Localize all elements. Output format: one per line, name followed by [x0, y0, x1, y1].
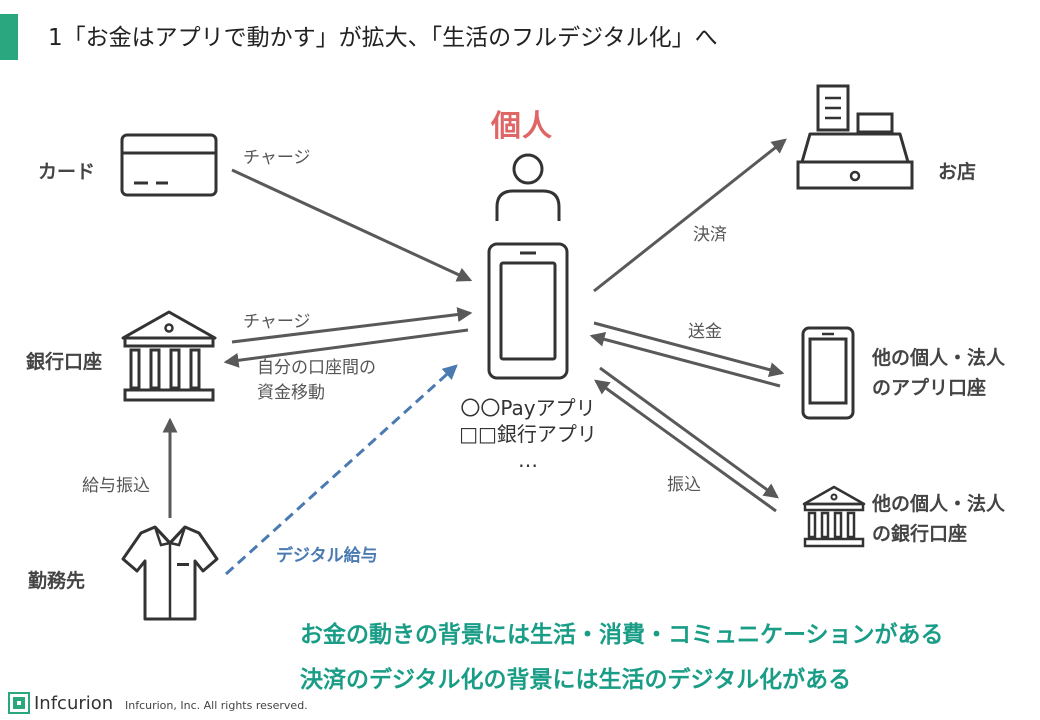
- arrow-payment: [593, 138, 787, 293]
- message-1: お金の動きの背景には生活・消費・コミュニケーションがある: [300, 622, 944, 648]
- copyright-text: Infcurion, Inc. All rights reserved.: [125, 699, 308, 712]
- employer-label: 勤務先: [28, 570, 86, 592]
- person-icon: [495, 153, 561, 221]
- digital-salary-label: デジタル給与: [276, 546, 378, 566]
- arrow-own-transfer: [223, 328, 469, 368]
- app-item-ellipsis: …: [518, 448, 538, 472]
- person-label: 個人: [491, 109, 553, 144]
- other-app-account-line1: 他の個人・法人: [872, 347, 1006, 369]
- arrow-bank-charge: [231, 307, 473, 344]
- apps-list: 〇〇Payアプリ □□銀行アプリ …: [438, 395, 618, 473]
- company-logo-text: Infcurion: [34, 693, 114, 714]
- shirt-icon: [121, 525, 219, 621]
- arrow-remittance-out: [593, 321, 785, 378]
- shop-label: お店: [938, 161, 977, 183]
- salary-transfer-label: 給与振込: [82, 476, 150, 496]
- arrow-digital-salary: [224, 364, 458, 576]
- bank-account-label: 銀行口座: [26, 351, 103, 373]
- other-app-account-line2: のアプリ口座: [872, 377, 987, 399]
- small-bank-icon: [802, 485, 866, 548]
- card-label: カード: [38, 161, 96, 183]
- app-item: 〇〇Payアプリ: [460, 396, 596, 420]
- other-app-account-label: 他の個人・法人 のアプリ口座: [872, 343, 1005, 403]
- charge-card-label: チャージ: [243, 148, 311, 168]
- own-transfer-line2: 資金移動: [257, 383, 325, 403]
- bank-icon: [121, 310, 217, 402]
- other-bank-account-label: 他の個人・法人 の銀行口座: [872, 489, 1005, 549]
- bank-transfer-label: 振込: [667, 475, 701, 495]
- slide-title: 1「お金はアプリで動かす」が拡大、「生活のフルデジタル化」へ: [48, 25, 718, 51]
- app-item: □□銀行アプリ: [459, 422, 597, 446]
- other-bank-account-line1: 他の個人・法人: [872, 493, 1006, 515]
- small-smartphone-icon: [801, 326, 855, 420]
- arrow-bank-transfer-in: [594, 379, 777, 513]
- own-transfer-label: 自分の口座間の 資金移動: [257, 356, 376, 406]
- cash-register-icon: [796, 84, 914, 190]
- other-bank-account-line2: の銀行口座: [872, 523, 968, 545]
- own-transfer-line1: 自分の口座間の: [257, 358, 376, 378]
- arrow-bank-transfer-out: [599, 366, 779, 499]
- arrow-card-charge: [231, 168, 473, 282]
- infcurion-logo-icon: [8, 692, 30, 714]
- charge-bank-label: チャージ: [243, 312, 311, 332]
- title-accent-bar: [0, 14, 18, 60]
- payment-label: 決済: [693, 225, 727, 245]
- arrow-remittance-in: [589, 331, 781, 388]
- smartphone-icon: [487, 242, 569, 380]
- remittance-label: 送金: [688, 322, 722, 342]
- message-2: 決済のデジタル化の背景には生活のデジタル化がある: [300, 667, 852, 693]
- credit-card-icon: [120, 133, 218, 197]
